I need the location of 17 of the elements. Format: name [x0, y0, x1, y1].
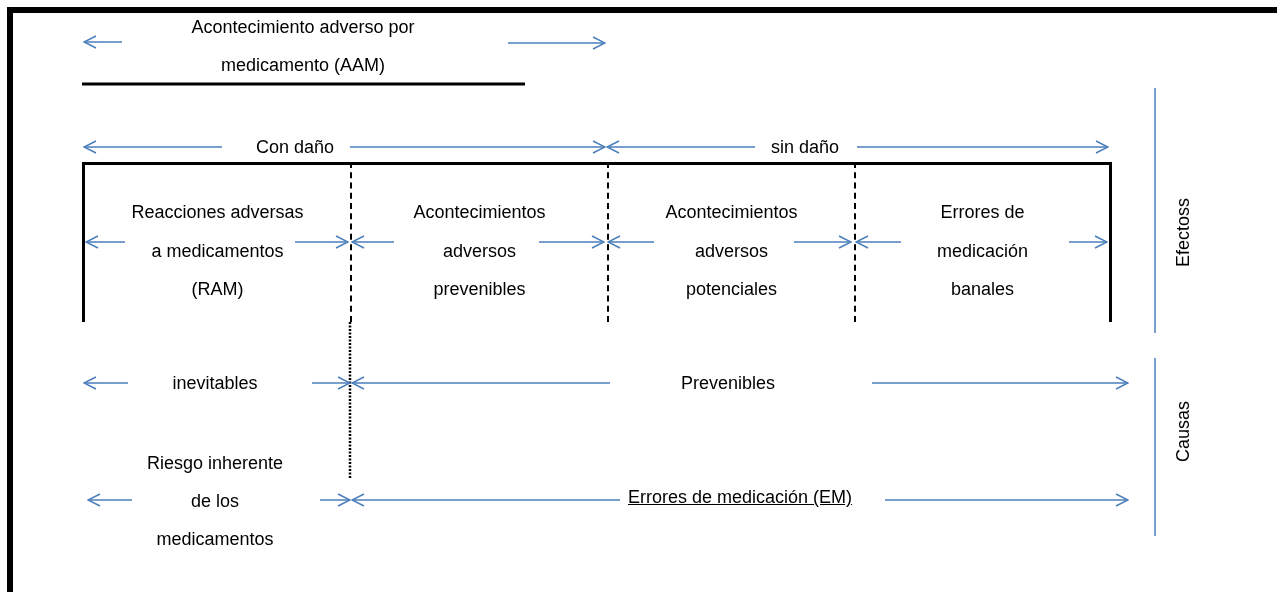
category-cell — [607, 162, 854, 322]
span-label: Con daño — [254, 136, 336, 159]
span-label: sin daño — [769, 136, 841, 159]
span-label: Riesgo inherente de los medicamentos — [145, 452, 285, 551]
span-label: Prevenibles — [679, 372, 777, 395]
span-label: Acontecimiento adverso por medicamento (AAM) — [190, 16, 416, 77]
category-cell — [82, 162, 350, 322]
cell-text: Reacciones adversas a medicamentos (RAM) — [130, 201, 305, 301]
cell-text: Errores de medicación banales — [935, 201, 1029, 301]
category-cell — [350, 162, 607, 322]
side-label: Efectoss — [1172, 197, 1194, 269]
side-label: Causas — [1172, 400, 1194, 464]
cell-text: Acontecimientos adversos prevenibles — [412, 201, 547, 301]
span-label: Errores de medicación (EM) — [626, 486, 854, 509]
cell-text: Acontecimientos adversos potenciales — [664, 201, 799, 301]
span-label: inevitables — [171, 372, 259, 395]
category-cell — [854, 162, 1112, 322]
